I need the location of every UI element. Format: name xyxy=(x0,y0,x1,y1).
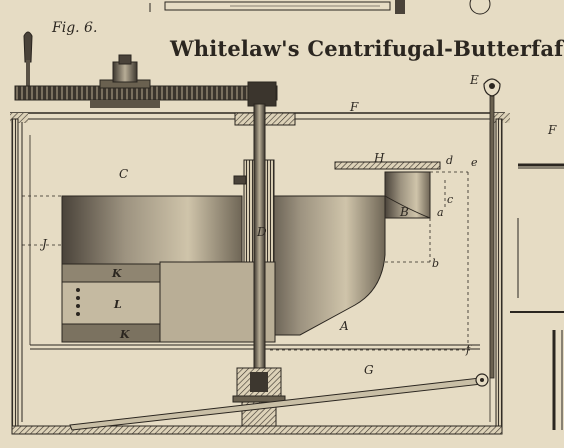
label-j: J xyxy=(42,237,47,251)
crank-handle xyxy=(23,31,33,86)
label-a-upper: A xyxy=(340,319,349,333)
neighbor-right-fragment xyxy=(510,163,564,430)
label-c-lower: c xyxy=(447,193,454,206)
tray-h xyxy=(334,161,441,170)
label-f-right: F xyxy=(548,123,557,137)
label-l: L xyxy=(114,298,122,311)
lever-g xyxy=(69,373,489,431)
label-e-lower: e xyxy=(471,156,478,169)
bottom-bearing xyxy=(232,367,286,427)
neighbor-figure-fragment xyxy=(149,0,491,15)
label-c-upper: C xyxy=(119,167,129,181)
construction-lines xyxy=(22,171,470,351)
drive-gear xyxy=(14,54,278,108)
label-g: G xyxy=(364,363,374,377)
label-f: F xyxy=(350,100,359,114)
label-d-lower: d xyxy=(446,154,454,167)
compartments xyxy=(61,263,161,343)
label-k-upper: K xyxy=(112,267,122,280)
label-b-lower: b xyxy=(432,257,440,270)
figure-title: Whitelaw's Centrifugal-Butterfafs. xyxy=(170,36,564,61)
label-b-upper: B xyxy=(400,205,409,219)
label-h: H xyxy=(374,151,385,165)
central-shaft xyxy=(233,103,275,395)
label-k-lower: K xyxy=(120,328,130,341)
label-f-lower: f xyxy=(466,343,471,356)
label-d-upper: D xyxy=(257,225,267,239)
label-a-lower: a xyxy=(437,206,444,219)
label-e-upper: E xyxy=(470,73,479,87)
rod-e xyxy=(483,78,501,379)
figure-number: Fig. 6. xyxy=(52,20,98,36)
